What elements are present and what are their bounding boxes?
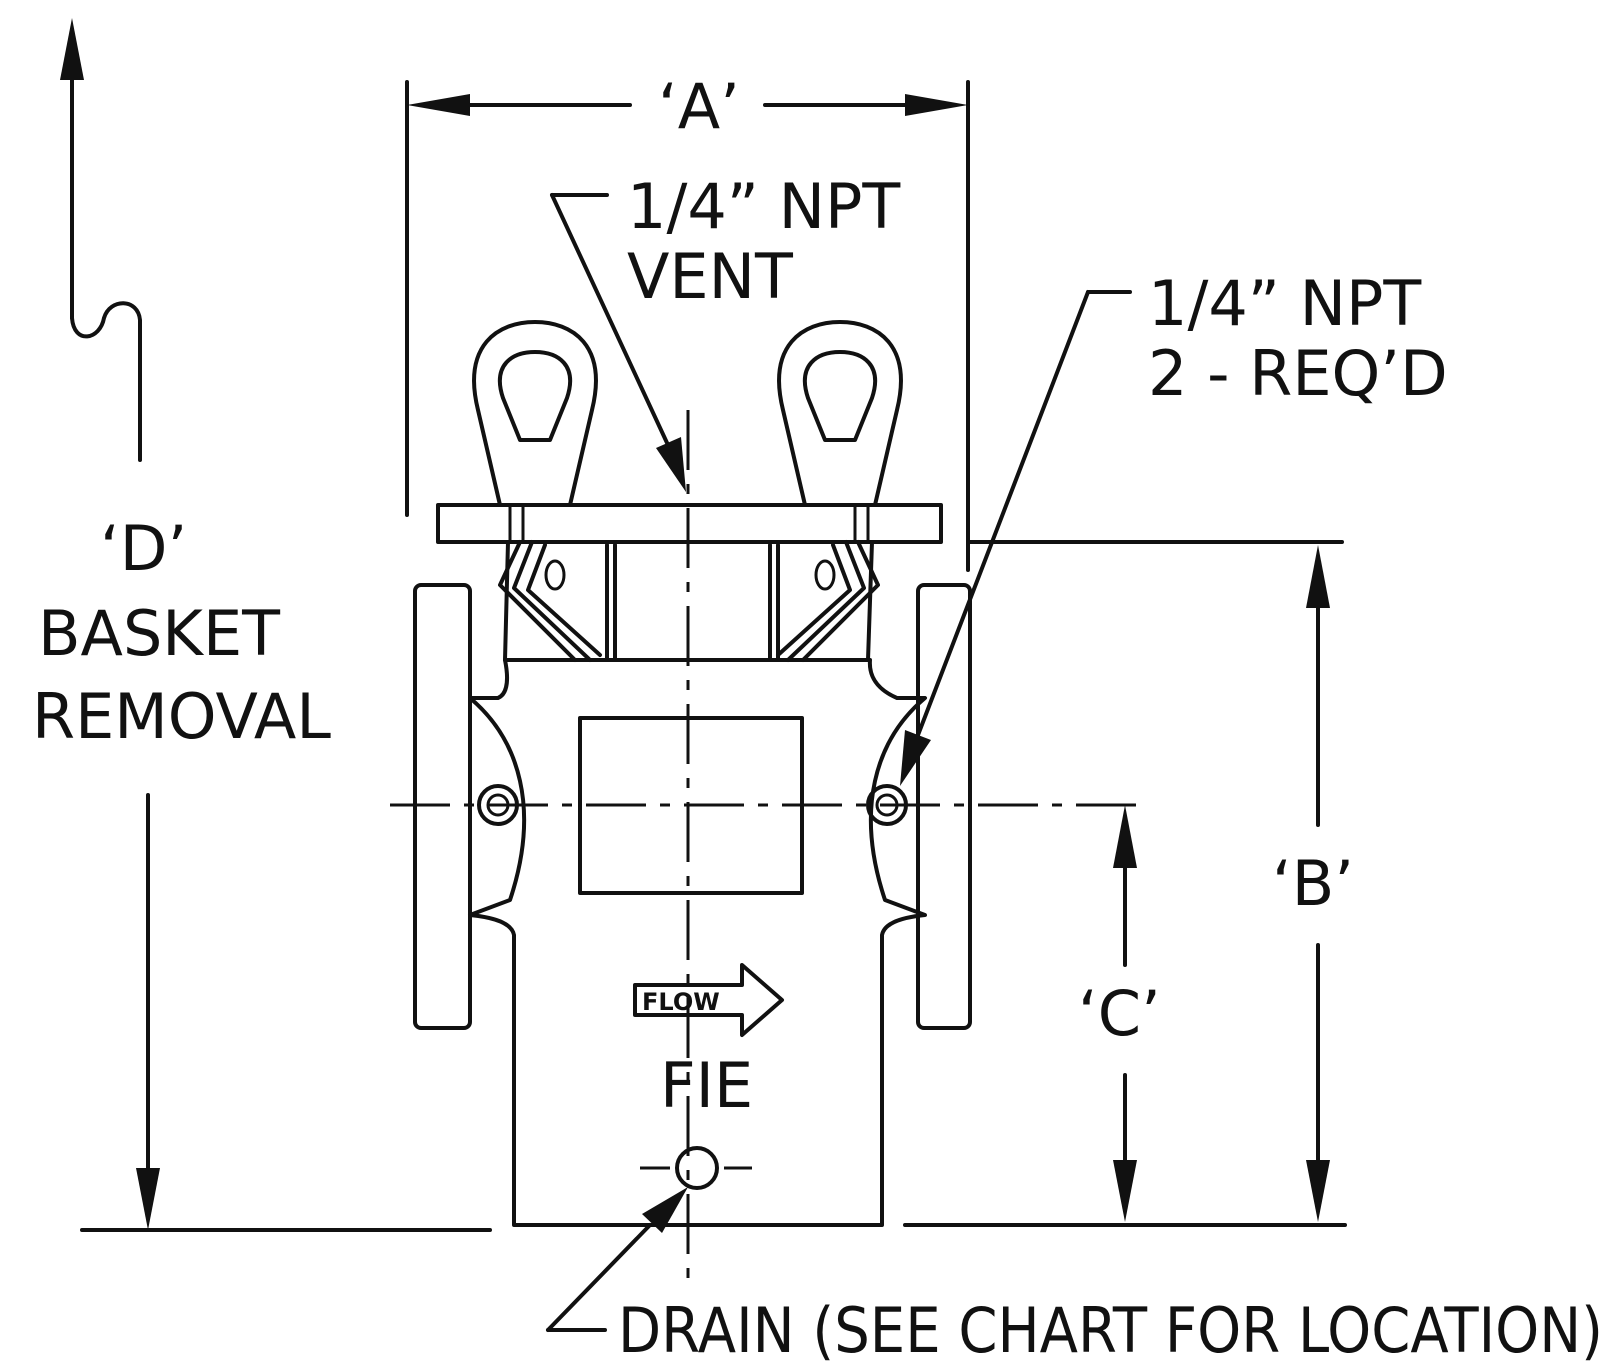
dim-a-label: ‘A’ [658, 70, 740, 143]
drain-label: DRAIN (SEE CHART FOR LOCATION) [618, 1294, 1603, 1367]
side-npt-port-left [477, 784, 519, 826]
model-label: FIE [660, 1049, 753, 1122]
dimension-b [903, 540, 1347, 1227]
lifting-eye-left [472, 320, 598, 507]
drain-leader [546, 1187, 688, 1332]
flow-label: FLOW [642, 988, 720, 1016]
dim-c-label: ‘C’ [1078, 977, 1161, 1050]
side-npt-port-right [866, 784, 908, 826]
dim-d-label: ‘D’ [100, 512, 187, 585]
drain-port [640, 1146, 752, 1190]
inlet-flange [413, 583, 472, 1030]
vent-leader [550, 193, 686, 492]
basket-removal-line1: BASKET [38, 597, 281, 670]
basket-removal-line2: REMOVAL [32, 680, 331, 753]
cover-assembly [436, 503, 943, 662]
dim-b-label: ‘B’ [1272, 847, 1354, 920]
dimension-d [60, 18, 492, 1232]
flow-arrow: FLOW [633, 963, 784, 1037]
side-npt-leader [900, 290, 1132, 786]
side-npt-label-line1: 1/4” NPT [1148, 267, 1422, 340]
outlet-flange [916, 583, 972, 1030]
vent-label-line2: VENT [627, 240, 794, 313]
dimension-c [1113, 805, 1137, 1222]
strainer-body [468, 658, 927, 1227]
lifting-eye-right [777, 320, 903, 507]
vent-label-line1: 1/4” NPT [627, 170, 901, 243]
side-npt-label-line2: 2 - REQ’D [1148, 337, 1448, 410]
dimension-a [405, 80, 970, 572]
